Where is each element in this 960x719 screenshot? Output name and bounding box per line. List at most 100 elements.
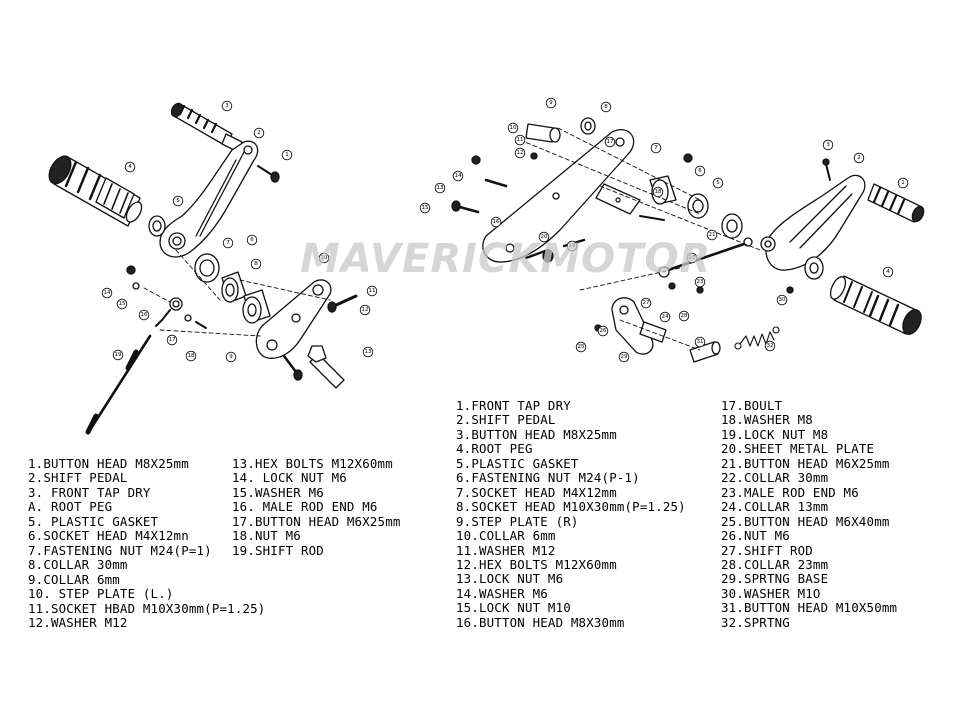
callout-bubble xyxy=(490,216,502,228)
callout-bubble xyxy=(640,297,652,309)
callout-number: 25 xyxy=(578,344,585,350)
callout-number: 4 xyxy=(128,164,132,170)
legend-item: 16. MALE ROD END M6 xyxy=(232,499,378,515)
legend-item: 25.BUTTON HEAD M6X40mm xyxy=(721,513,890,529)
legend-item: 5. PLASTIC GASKET xyxy=(28,513,159,529)
legend-item: 9.STEP PLATE (R) xyxy=(456,513,579,529)
callout-bubble xyxy=(253,127,265,139)
legend-item: 17.BOULT xyxy=(721,398,783,413)
legend-item: 31.BUTTON HEAD M10X50mm xyxy=(721,600,898,616)
legend-item: 22.COLLAR 30mm xyxy=(721,470,829,486)
left-root-peg xyxy=(48,155,143,227)
callout-bubble xyxy=(507,122,519,134)
legend-item: 24.COLLAR 13mm xyxy=(721,499,829,515)
left-screw-1 xyxy=(257,165,280,183)
legend-item: 6.SOCKET HEAD M4X12mn xyxy=(28,528,189,544)
callout-number: 16 xyxy=(141,312,148,318)
callout-number: 32 xyxy=(767,343,774,349)
right-step-plate xyxy=(482,129,635,263)
legend-item: 20.SHEET METAL PLATE xyxy=(721,441,875,457)
left-rod-end xyxy=(155,297,207,329)
callout-number: 30 xyxy=(779,297,786,303)
legend-item: 19.SHIFT ROD xyxy=(232,542,324,558)
callout-bubble xyxy=(419,202,431,214)
callout-bubble xyxy=(221,100,233,112)
callout-number: 5 xyxy=(176,198,180,204)
legend-item: 10. STEP PLATE (L.) xyxy=(28,586,174,602)
callout-number: 3 xyxy=(225,103,229,109)
legend-item: 3. FRONT TAP DRY xyxy=(28,484,151,500)
legend-item: 26.NUT M6 xyxy=(721,528,790,544)
callout-bubble xyxy=(124,161,136,173)
legend-item: 14. LOCK NUT M6 xyxy=(232,470,347,486)
legend-item: 11.WASHER M12 xyxy=(456,542,556,558)
callout-number: 7 xyxy=(654,145,658,151)
callout-bubble xyxy=(545,97,557,109)
legend-item: 2.SHIFT PEDAL xyxy=(456,412,556,428)
callout-bubble xyxy=(452,170,464,182)
callout-bubble xyxy=(246,234,258,246)
legend-item: 8.COLLAR 30mm xyxy=(28,557,128,573)
legend-item: 16.BUTTON HEAD M8X30mm xyxy=(456,614,625,630)
legend-item: 6.FASTENING NUT M24(P-1) xyxy=(456,470,640,486)
callout-bubble xyxy=(138,309,150,321)
left-step-plate xyxy=(255,279,332,359)
callout-number: 3 xyxy=(826,142,830,148)
legend-item: 12.WASHER M12 xyxy=(28,614,128,630)
left-shift-pedal xyxy=(159,140,259,258)
callout-bubble xyxy=(366,285,378,297)
right-button-head-m10 xyxy=(689,341,721,363)
callout-number: 16 xyxy=(493,219,500,225)
callout-number: 31 xyxy=(697,339,704,345)
callout-bubble xyxy=(434,182,446,194)
callout-number: 15 xyxy=(422,205,429,211)
callout-bubble xyxy=(566,240,578,252)
callout-bubble xyxy=(362,346,374,358)
callout-number: 11 xyxy=(517,137,524,143)
legend-item: 30.WASHER M1O xyxy=(721,585,821,601)
callout-bubble xyxy=(318,252,330,264)
right-washer-m8 xyxy=(580,117,596,135)
callout-number: 23 xyxy=(697,279,704,285)
callout-bubble xyxy=(694,165,706,177)
callout-bubble xyxy=(597,325,609,337)
callout-number: 4 xyxy=(886,269,890,275)
callout-bubble xyxy=(694,276,706,288)
callout-bubble xyxy=(250,258,262,270)
legend-item: 1.FRONT TAP DRY xyxy=(456,398,571,413)
legend-item: 27.SHIFT ROD xyxy=(721,542,813,558)
callout-number: 12 xyxy=(362,307,369,313)
callout-number: 19 xyxy=(115,352,122,358)
callout-bubble xyxy=(112,349,124,361)
legend-item: 10.COLLAR 6mm xyxy=(456,528,556,544)
callout-bubble xyxy=(222,237,234,249)
legend-item: 15.WASHER M6 xyxy=(232,484,324,500)
left-hex-bolt xyxy=(307,345,345,389)
callout-bubble xyxy=(281,149,293,161)
callout-number: 10 xyxy=(510,125,517,131)
callout-bubble xyxy=(678,310,690,322)
legend-item: 15.LOCK NUT M10 xyxy=(456,600,571,616)
callout-number: 12 xyxy=(517,150,524,156)
legend-item: 13.HEX BOLTS M12X60mm xyxy=(232,456,393,471)
legend-item: 28.COLLAR 23mm xyxy=(721,556,829,572)
callout-number: 11 xyxy=(369,288,376,294)
callout-number: 20 xyxy=(541,234,548,240)
right-sheet-metal-plate xyxy=(595,183,641,215)
callout-number: 18 xyxy=(188,353,195,359)
callout-number: 22 xyxy=(689,255,696,261)
right-shift-pedal xyxy=(760,174,866,271)
right-spring xyxy=(734,326,780,350)
callout-bubble xyxy=(538,231,550,243)
watermark: MAVERICKMOTOR xyxy=(300,236,712,282)
callout-number: 10 xyxy=(321,255,328,261)
legend-item: 32.SPRTNG xyxy=(721,614,790,630)
callout-number: 6 xyxy=(698,168,702,174)
legend-item: 1.BUTTON HEAD M8X25mm xyxy=(28,456,189,471)
callout-number: 9 xyxy=(229,354,233,360)
legend-item: A. ROOT PEG xyxy=(28,499,113,515)
right-fastening-nut xyxy=(687,193,709,219)
